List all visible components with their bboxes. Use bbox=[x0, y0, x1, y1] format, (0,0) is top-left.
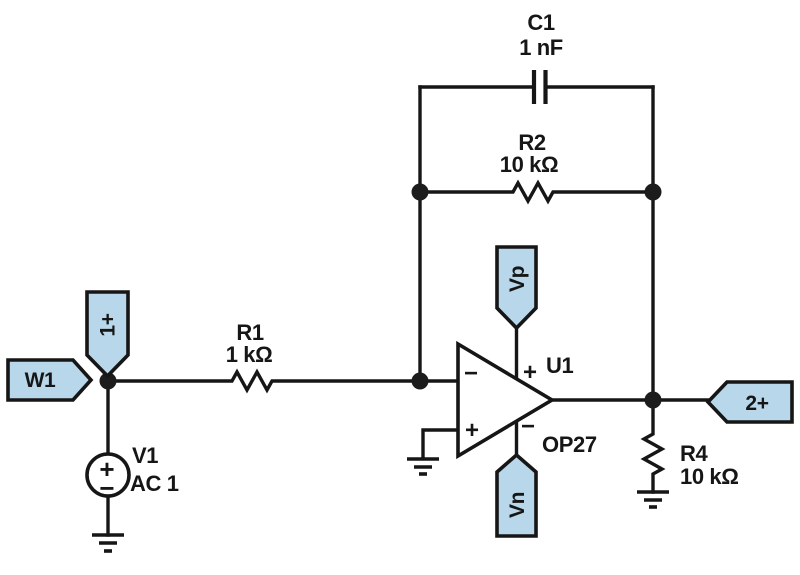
r1-ref-label: R1 bbox=[236, 320, 263, 345]
v1-value-label: AC 1 bbox=[130, 471, 179, 496]
opamp-triangle bbox=[456, 340, 556, 460]
v1-ref-label: V1 bbox=[132, 443, 158, 468]
v1-ground-symbol bbox=[92, 533, 124, 553]
flag-w1 bbox=[6, 358, 94, 402]
flag-vp bbox=[495, 245, 538, 331]
c1-ref-label: C1 bbox=[527, 10, 554, 35]
junction-dot bbox=[644, 391, 662, 409]
flag-1plus-label: 1+ bbox=[97, 313, 120, 336]
r1-resistor bbox=[106, 368, 460, 394]
opamp-noninverting-sign: + bbox=[465, 417, 479, 444]
r2-resistor bbox=[418, 179, 655, 205]
r1-value-label: 1 kΩ bbox=[226, 342, 273, 367]
r4-resistor bbox=[640, 398, 666, 494]
wires bbox=[106, 85, 712, 537]
r2-ref-label: R2 bbox=[518, 130, 545, 155]
r4-ref-label: R4 bbox=[680, 441, 708, 466]
c1-value-label: 1 nF bbox=[519, 35, 563, 60]
opamp-input-ground-symbol bbox=[407, 457, 439, 476]
opamp-ref-label: U1 bbox=[546, 353, 573, 378]
c1-capacitor-plates bbox=[531, 70, 548, 104]
r2-value-label: 10 kΩ bbox=[500, 152, 558, 177]
flag-vn-label: Vn bbox=[506, 492, 529, 518]
flag-w1-label: W1 bbox=[25, 369, 56, 392]
opamp-inverting-sign: − bbox=[464, 360, 478, 387]
flag-2plus bbox=[705, 380, 794, 424]
junction-dot bbox=[644, 183, 662, 201]
flag-2plus-label: 2+ bbox=[745, 392, 768, 415]
flag-vp-label: Vp bbox=[506, 266, 529, 292]
v1-source-circle bbox=[85, 452, 131, 498]
v1-minus-sign: − bbox=[99, 473, 114, 503]
junction-dots bbox=[99, 183, 662, 409]
flag-1plus bbox=[85, 290, 130, 379]
opamp-part-label: OP27 bbox=[542, 432, 597, 457]
r4-ground-symbol bbox=[637, 490, 669, 509]
flag-vn bbox=[495, 452, 538, 538]
r4-value-label: 10 kΩ bbox=[680, 464, 738, 489]
noninverting-ground-wire bbox=[421, 428, 460, 460]
junction-dot bbox=[411, 372, 429, 390]
v1-plus-sign: + bbox=[99, 454, 114, 484]
flags bbox=[6, 245, 794, 538]
junction-dot bbox=[411, 183, 429, 201]
opamp-supply-plus-sign: + bbox=[523, 359, 537, 386]
opamp-supply-minus-sign: − bbox=[521, 413, 535, 440]
junction-dot bbox=[99, 372, 117, 390]
